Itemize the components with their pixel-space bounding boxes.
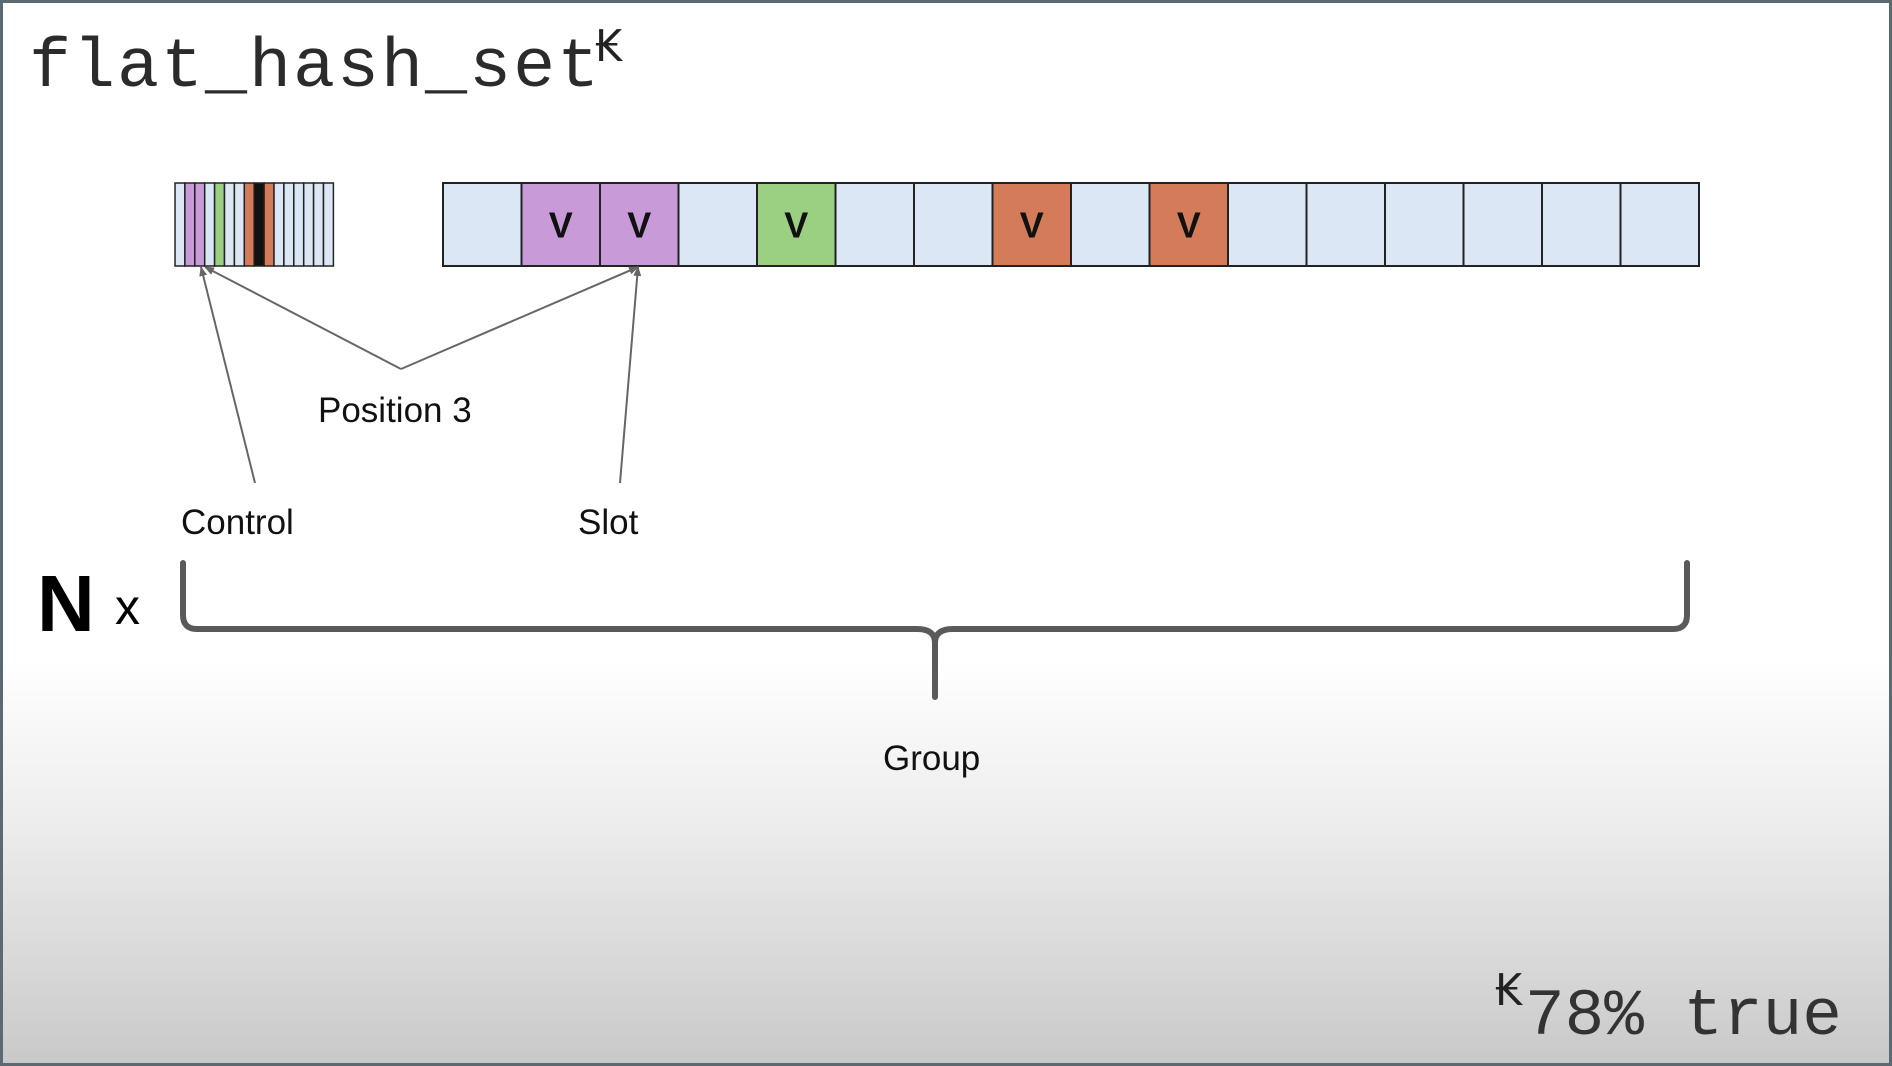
control-byte	[243, 182, 255, 267]
control-label: Control	[181, 503, 294, 542]
slot-box	[991, 182, 1072, 267]
slot-box	[834, 182, 915, 267]
slot-label: Slot	[578, 503, 639, 542]
slot-box	[599, 182, 680, 267]
slot-box	[1305, 182, 1386, 267]
slot-box	[677, 182, 758, 267]
control-byte	[233, 182, 246, 267]
slot-cell	[1541, 182, 1622, 267]
control-byte	[213, 182, 226, 267]
control-byte	[174, 182, 186, 267]
control-byte	[312, 182, 325, 267]
slot-box	[442, 182, 523, 267]
control-byte	[253, 182, 265, 267]
control-byte	[194, 182, 206, 267]
slot-cell	[442, 182, 523, 267]
control-array	[174, 182, 335, 267]
control-byte	[293, 182, 305, 267]
slot-box	[1384, 182, 1465, 267]
group-label: Group	[883, 739, 981, 778]
control-byte	[302, 182, 315, 267]
slot-cell	[1462, 182, 1543, 267]
slot-box	[1070, 182, 1151, 267]
group-brace	[180, 560, 1690, 700]
slot-value: V	[1177, 205, 1201, 246]
slot-value: V	[549, 205, 573, 246]
slot-value: V	[784, 205, 808, 246]
slot-box	[1462, 182, 1543, 267]
slot-box	[1619, 182, 1700, 267]
control-byte	[263, 182, 275, 267]
slot-cell	[834, 182, 915, 267]
slot-box	[1227, 182, 1308, 267]
slot-box	[520, 182, 601, 267]
arrow-position-to-slot	[400, 266, 639, 370]
slot-cell	[1227, 182, 1308, 267]
control-byte	[273, 182, 285, 267]
footnote-mark: ₭	[1495, 965, 1523, 1016]
arrow-control-label	[199, 266, 256, 484]
slot-box	[756, 182, 837, 267]
slot-cell	[677, 182, 758, 267]
slot-cell	[1384, 182, 1465, 267]
arrow-position-to-control	[204, 266, 402, 370]
times-label: x	[115, 579, 140, 635]
slot-cell	[1305, 182, 1386, 267]
control-byte	[223, 182, 236, 267]
control-byte	[322, 182, 335, 267]
title-footnote-mark: ₭	[595, 21, 623, 72]
arrows	[199, 266, 642, 484]
control-byte	[203, 182, 216, 267]
control-byte	[283, 182, 295, 267]
slide-title: flat_hash_set	[29, 29, 602, 108]
slot-cell: V	[991, 182, 1072, 267]
arrow-slot-label	[619, 266, 642, 484]
slot-value: V	[1020, 205, 1044, 246]
slot-cell	[1619, 182, 1700, 267]
slot-cell	[1070, 182, 1151, 267]
slot-box	[1148, 182, 1229, 267]
slot-cell: V	[599, 182, 680, 267]
slot-cell	[913, 182, 994, 267]
slot-box	[913, 182, 994, 267]
slot-value: V	[627, 205, 651, 246]
control-byte	[184, 182, 196, 267]
position-label: Position 3	[318, 391, 472, 430]
slot-cell: V	[1148, 182, 1229, 267]
n-label: N	[37, 559, 95, 648]
slot-cell: V	[756, 182, 837, 267]
footnote-text: 78% true	[1525, 979, 1842, 1054]
slot-box	[1541, 182, 1622, 267]
slot-cell: V	[520, 182, 601, 267]
